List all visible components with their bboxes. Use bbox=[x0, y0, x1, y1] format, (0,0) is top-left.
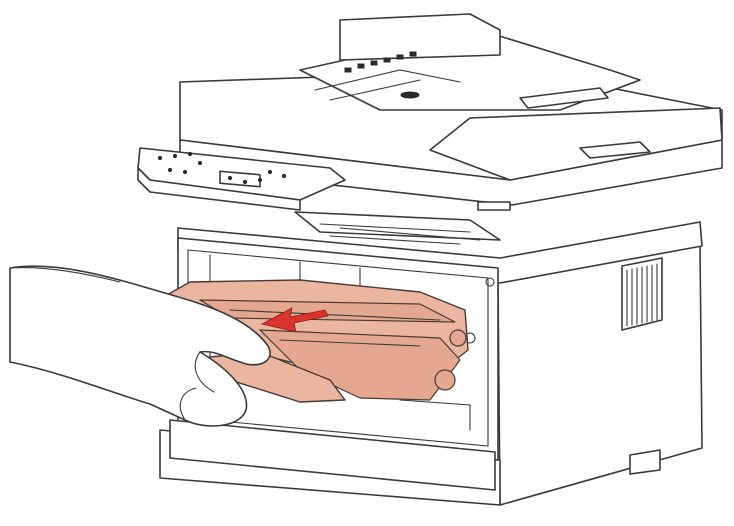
output-tray bbox=[294, 211, 501, 245]
hand-icon bbox=[9, 265, 271, 427]
vent-grille bbox=[621, 257, 663, 331]
scanner-unit bbox=[179, 13, 723, 211]
panel-buttons bbox=[157, 151, 287, 185]
adf-rollers bbox=[344, 51, 420, 99]
direction-arrow-icon bbox=[260, 307, 329, 333]
toner-cartridge-icon bbox=[164, 279, 469, 403]
control-panel bbox=[137, 147, 346, 211]
